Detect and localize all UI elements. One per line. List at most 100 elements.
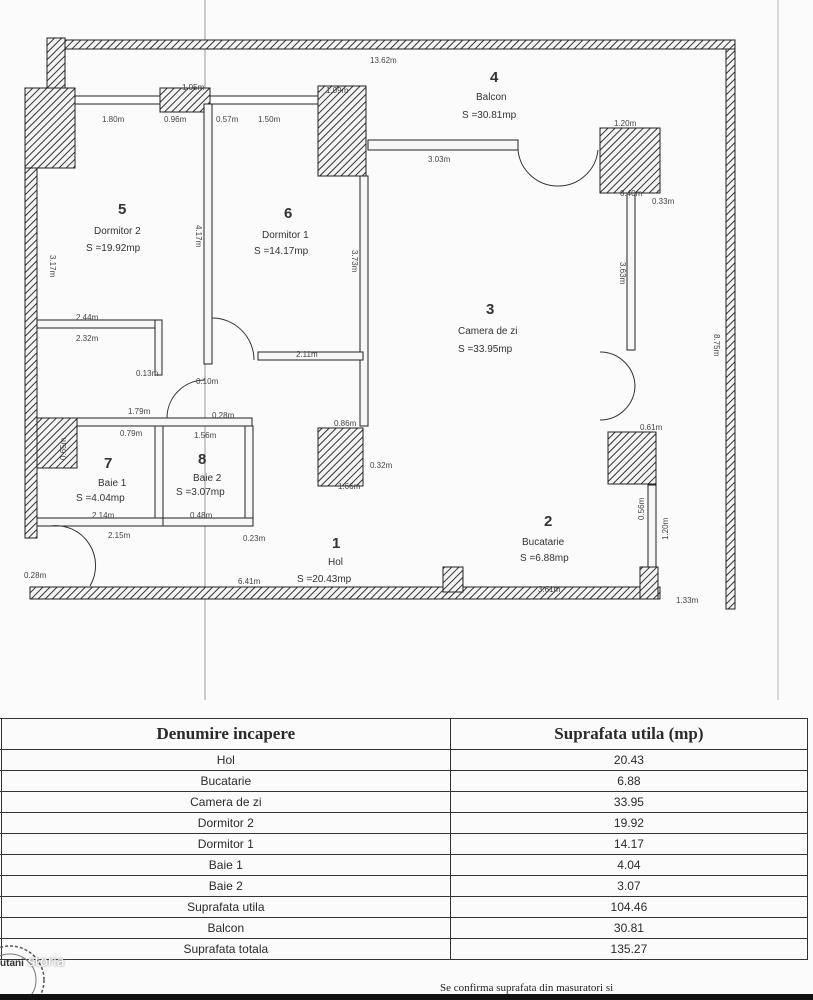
room-name: Hol [328,557,343,568]
room-name: Dormitor 2 [94,226,141,237]
dimension-label: 0.56m [637,497,646,520]
room-name-cell: Baie 2 [0,875,451,897]
room-area-cell: 19.92 [449,812,809,834]
room-name-cell: Suprafata totala [0,938,451,960]
room-area: S =19.92mp [86,243,141,254]
dimension-label: 1.56m [194,431,217,440]
outer-walls [24,37,736,610]
room-area-cell: 3.07 [449,875,809,897]
bottom-bar [0,994,813,1000]
dimension-label: 1.79m [128,407,151,416]
columns [36,127,661,600]
dimension-labels: 13.62m 1.05m 1.09m 1.80m 0.96m 0.57m 1.5… [24,56,721,605]
dimension-label: 4.17m [194,225,203,248]
stamp-text: utani [0,958,24,969]
room-area-cell: 20.43 [449,749,809,771]
room-area-cell: 14.17 [449,833,809,855]
room-name-cell: Baie 1 [0,854,451,876]
watermark: storia [28,955,65,970]
dimension-label: 2.44m [76,313,99,322]
dimension-label: 0.65m [59,437,68,460]
dimension-label: 0.79m [120,429,143,438]
dimension-label: 3.61m [538,585,561,594]
dimension-label: 1.20m [614,119,637,128]
room-name-cell: Camera de zi [0,791,451,813]
dimension-label: 0.32m [370,461,393,470]
room-label-4: 4 Balcon S =30.81mp [462,69,517,121]
dimension-label: 2.11m [296,350,318,359]
interior-walls [36,103,657,586]
room-name: Baie 2 [193,473,222,484]
room-number: 5 [118,201,126,218]
dimension-label: 3.03m [428,155,451,164]
dimension-label: 1.05m [182,83,205,92]
room-name-cell: Hol [0,749,451,771]
dimension-label: 1.20m [661,517,670,540]
room-name: Baie 1 [98,478,127,489]
room-area: S =4.04mp [76,493,125,504]
dimension-label: 0.10m [196,377,219,386]
room-area-table-section: e Denumire incapere Suprafata utila (mp)… [0,700,813,1000]
dimension-label: 3.63m [618,262,627,285]
doors [49,149,636,587]
dimension-label: 0.40m [620,189,643,198]
room-name-cell: Balcon [0,917,451,939]
room-number: 7 [104,455,112,472]
dimension-label: 1.66m [338,482,361,491]
dimension-label: 2.14m [92,511,115,520]
room-name-cell: Suprafata utila [0,896,451,918]
room-name-cell: Dormitor 1 [0,833,451,855]
room-name: Bucatarie [522,537,565,548]
dimension-label: 0.96m [164,115,187,124]
room-number: 3 [486,301,494,318]
room-label-1: 1 Hol S =20.43mp [297,535,352,585]
room-area-cell: 104.46 [449,896,809,918]
floor-plan: 1 Hol S =20.43mp 2 Bucatarie S =6.88mp 3… [24,0,779,700]
room-name: Dormitor 1 [262,230,309,241]
dimension-label: 2.32m [76,334,99,343]
room-label-3: 3 Camera de zi S =33.95mp [458,301,517,355]
room-label-6: 6 Dormitor 1 S =14.17mp [254,205,309,257]
room-number: 6 [284,205,292,222]
stamp-seal [0,945,45,1000]
dimension-label: 3.17m [48,255,57,278]
dimension-label: 1.80m [102,115,125,124]
dimension-label: 0.86m [334,419,357,428]
dimension-label: 0.57m [216,115,239,124]
dimension-label: 3.73m [350,250,359,273]
column-header: Suprafata utila (mp) [449,718,809,750]
table-header-row: e Denumire incapere Suprafata utila (mp) [0,718,809,750]
room-area-cell: 6.88 [449,770,809,792]
dimension-label: 1.50m [258,115,281,124]
dimension-label: 0.28m [24,571,47,580]
dimension-label: 0.23m [243,534,266,543]
dimension-label: 6.41m [238,577,261,586]
room-label-8: 8 Baie 2 S =3.07mp [176,451,225,498]
room-area: S =6.88mp [520,553,569,564]
room-number: 4 [490,69,499,86]
dimension-label: 13.62m [370,56,397,65]
room-label-5: 5 Dormitor 2 S =19.92mp [86,201,141,254]
room-area-cell: 135.27 [449,938,809,960]
dimension-label: 0.61m [640,423,663,432]
dimension-label: 1.09m [326,86,349,95]
dimension-label: 0.48m [190,511,213,520]
room-number: 8 [198,451,206,468]
room-name: Camera de zi [458,326,517,337]
dimension-label: 8.75m [712,334,721,357]
room-area: S =30.81mp [462,110,517,121]
room-name-cell: Dormitor 2 [0,812,451,834]
room-area: S =33.95mp [458,344,513,355]
room-area: S =14.17mp [254,246,309,257]
room-area-cell: 30.81 [449,917,809,939]
room-number: 2 [544,513,552,530]
room-label-2: 2 Bucatarie S =6.88mp [520,513,569,564]
